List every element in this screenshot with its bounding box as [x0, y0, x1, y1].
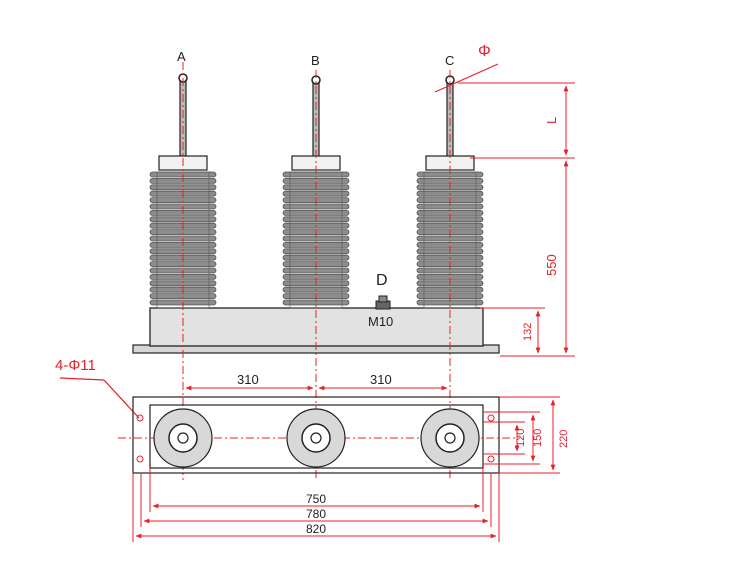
width-label-780: 780 [306, 507, 326, 521]
plan-bushing-group [153, 408, 480, 468]
plan-bushing-a [153, 408, 213, 468]
depth-label-220: 220 [558, 430, 570, 448]
phi-leader [434, 63, 499, 93]
bushing-center [310, 432, 322, 444]
width-label-750: 750 [306, 492, 326, 506]
mount-hole-2 [136, 455, 144, 463]
mount-hole-4 [487, 455, 495, 463]
phase-label-c: C [445, 53, 454, 68]
phase-label-a: A [177, 49, 186, 64]
insulator-shed [149, 184, 217, 191]
holes-label: 4-Φ11 [55, 357, 96, 374]
dim-l-label: L [544, 117, 559, 124]
dim-132-label: 132 [522, 323, 534, 341]
depth-label-150: 150 [532, 429, 544, 447]
spacing-label-left: 310 [237, 372, 259, 387]
ground-bolt [375, 295, 391, 310]
mount-hole-3 [487, 414, 495, 422]
depth-label-120: 120 [515, 429, 527, 447]
phi-label: Φ [478, 43, 491, 60]
plan-bushing-b [286, 408, 346, 468]
plan-tank [149, 404, 484, 469]
holes-leader-2 [103, 379, 140, 419]
insulator-shed [149, 280, 217, 287]
bushing-center [444, 432, 456, 444]
holes-leader [59, 377, 105, 381]
insulator-shed [149, 248, 217, 255]
insulator-shed [149, 216, 217, 223]
bushing-center [177, 432, 189, 444]
width-label-820: 820 [306, 522, 326, 536]
dim-550-label: 550 [544, 254, 559, 276]
spacing-label-right: 310 [370, 372, 392, 387]
ground-label: D [376, 272, 388, 289]
phase-label-b: B [311, 53, 320, 68]
plan-bushing-c [420, 408, 480, 468]
bolt-label: M10 [368, 314, 393, 329]
plan-base-plate [132, 396, 500, 474]
mount-hole-1 [136, 414, 144, 422]
